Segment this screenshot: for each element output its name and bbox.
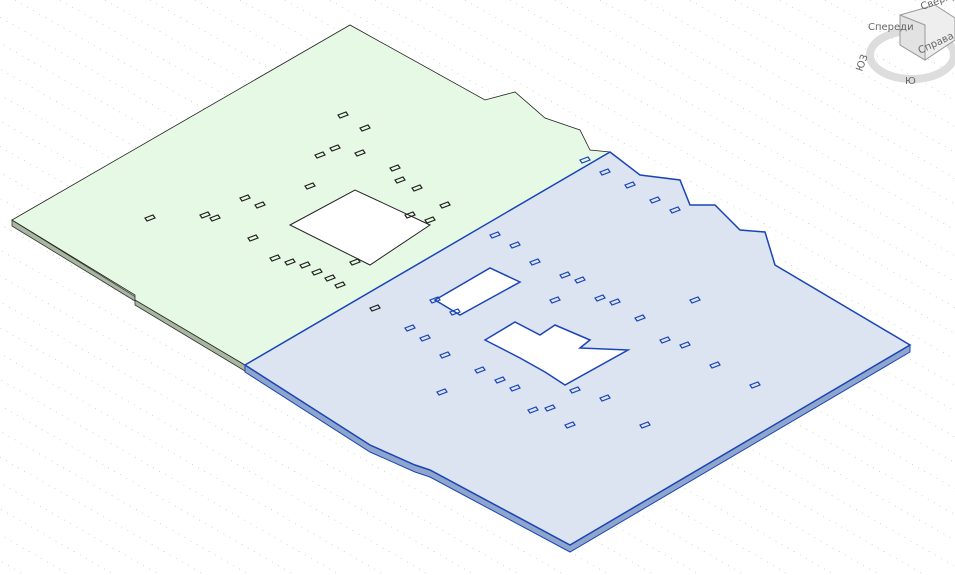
furniture-element[interactable]	[404, 324, 416, 332]
furniture-element[interactable]	[599, 394, 611, 402]
furniture-element[interactable]	[439, 201, 451, 209]
furniture-element[interactable]	[199, 211, 211, 219]
furniture-element[interactable]	[329, 144, 341, 152]
furniture-element[interactable]	[369, 304, 381, 312]
furniture-element[interactable]	[609, 298, 621, 306]
furniture-element[interactable]	[494, 376, 506, 384]
furniture-element[interactable]	[449, 308, 461, 316]
grid-line	[914, 0, 955, 24]
furniture-element[interactable]	[509, 384, 521, 392]
furniture-element[interactable]	[254, 201, 266, 209]
furniture-element[interactable]	[544, 404, 556, 412]
furniture-element[interactable]	[579, 156, 591, 164]
furniture-element[interactable]	[304, 182, 316, 190]
furniture-element[interactable]	[439, 351, 451, 359]
furniture-element[interactable]	[334, 281, 346, 289]
furniture-element[interactable]	[624, 181, 636, 189]
furniture-element[interactable]	[311, 268, 323, 276]
furniture-element[interactable]	[574, 276, 586, 284]
furniture-element[interactable]	[649, 196, 661, 204]
furniture-element[interactable]	[269, 254, 281, 262]
furniture-element[interactable]	[527, 406, 539, 414]
furniture-element[interactable]	[419, 334, 431, 342]
grid-line	[824, 0, 955, 76]
furniture-element[interactable]	[429, 296, 441, 304]
furniture-elements	[144, 111, 761, 429]
furniture-element[interactable]	[634, 314, 646, 322]
furniture-element[interactable]	[349, 258, 361, 266]
furniture-element[interactable]	[436, 388, 448, 396]
furniture-element[interactable]	[394, 176, 406, 184]
furniture-element[interactable]	[639, 421, 651, 429]
furniture-element[interactable]	[144, 214, 156, 222]
furniture-element[interactable]	[337, 111, 349, 119]
furniture-element[interactable]	[299, 261, 311, 269]
floor-slab-left[interactable]	[11, 24, 612, 372]
viewcube-front[interactable]: Спереди	[868, 22, 914, 33]
furniture-element[interactable]	[324, 274, 336, 282]
furniture-element[interactable]	[359, 124, 371, 132]
furniture-element[interactable]	[509, 241, 521, 249]
compass-sw[interactable]: ЮЗ	[854, 53, 870, 73]
furniture-element[interactable]	[424, 216, 436, 224]
furniture-element[interactable]	[689, 296, 701, 304]
furniture-element[interactable]	[284, 258, 296, 266]
furniture-element[interactable]	[709, 361, 721, 369]
furniture-element[interactable]	[679, 341, 691, 349]
viewcube[interactable]: Спереди Справа Сверху ЮЗ Ю	[854, 0, 955, 87]
furniture-element[interactable]	[659, 336, 671, 344]
furniture-element[interactable]	[489, 231, 501, 239]
furniture-element[interactable]	[599, 168, 611, 176]
furniture-element[interactable]	[549, 296, 561, 304]
furniture-element[interactable]	[354, 149, 366, 157]
furniture-element[interactable]	[411, 184, 423, 192]
compass-s[interactable]: Ю	[905, 76, 916, 87]
furniture-element[interactable]	[389, 164, 401, 172]
furniture-element[interactable]	[247, 234, 259, 242]
furniture-element[interactable]	[669, 206, 681, 214]
floor-slab-right-selected[interactable]	[243, 151, 912, 553]
furniture-element[interactable]	[569, 386, 581, 394]
furniture-element[interactable]	[474, 366, 486, 374]
furniture-element[interactable]	[314, 151, 326, 159]
furniture-element[interactable]	[749, 381, 761, 389]
furniture-element[interactable]	[564, 421, 576, 429]
furniture-element[interactable]	[559, 271, 571, 279]
furniture-element[interactable]	[594, 294, 606, 302]
grid-line	[0, 560, 26, 575]
furniture-element[interactable]	[209, 214, 221, 222]
furniture-element[interactable]	[239, 194, 251, 202]
furniture-element[interactable]	[529, 258, 541, 266]
furniture-element[interactable]	[404, 211, 416, 219]
grid-line	[0, 508, 116, 575]
